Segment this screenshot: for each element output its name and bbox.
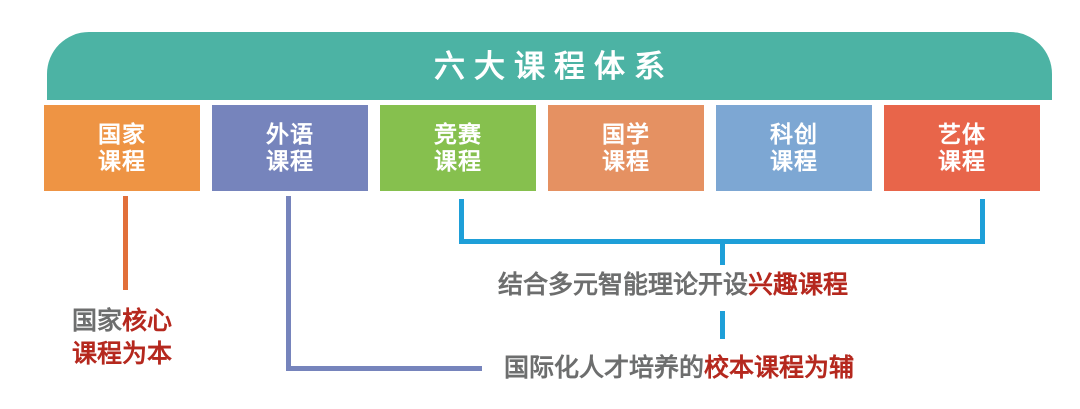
course-box-line1: 竞赛 — [434, 121, 482, 148]
course-box-jingsai[interactable]: 竞赛 课程 — [380, 105, 536, 191]
diagram-banner: 六大课程体系 — [47, 32, 1052, 100]
annotation-text-red: 核心 — [122, 307, 173, 335]
annotation-guojia-line2: 课程为本 — [72, 340, 173, 368]
connector-bracket-right — [980, 199, 985, 244]
course-box-line2: 课程 — [98, 148, 146, 174]
course-box-line1: 外语 — [266, 121, 314, 148]
course-box-line2: 课程 — [266, 148, 314, 174]
course-box-guojia[interactable]: 国家 课程 — [44, 105, 200, 191]
annotation-xingqu: 结合多元智能理论开设兴趣课程 — [498, 269, 848, 302]
connector-line-waiyu-horizontal — [286, 366, 482, 371]
annotation-guojia-line1: 国家核心 — [72, 305, 172, 338]
course-box-line2: 课程 — [938, 148, 986, 174]
connector-line-guojia — [123, 196, 128, 290]
annotation-text-gray: 国际化人才培养的 — [504, 354, 705, 382]
course-box-line1: 艺体 — [938, 121, 986, 148]
connector-line-middle — [720, 311, 725, 339]
course-box-line2: 课程 — [770, 148, 818, 174]
annotation-xiaoben: 国际化人才培养的校本课程为辅 — [504, 352, 854, 385]
course-box-line1: 科创 — [770, 121, 818, 148]
course-box-line2: 课程 — [434, 148, 482, 174]
annotation-guojia: 国家核心 课程为本 — [72, 305, 172, 371]
course-box-waiyu[interactable]: 外语 课程 — [212, 105, 368, 191]
course-box-kechuang[interactable]: 科创 课程 — [716, 105, 872, 191]
course-box-line2: 课程 — [602, 148, 650, 174]
course-box-line1: 国家 — [98, 121, 146, 148]
course-box-guoxue[interactable]: 国学 课程 — [548, 105, 704, 191]
annotation-text-gray: 结合多元智能理论开设 — [498, 271, 749, 299]
annotation-text-gray: 国家 — [72, 307, 123, 335]
connector-line-waiyu-vertical — [286, 196, 291, 371]
banner-title: 六大课程体系 — [434, 48, 674, 84]
annotation-text-red: 兴趣课程 — [748, 271, 849, 299]
course-box-line1: 国学 — [602, 121, 650, 148]
connector-bracket-left — [459, 199, 464, 244]
connector-bracket-drop — [720, 239, 725, 265]
annotation-text-red: 校本课程为辅 — [704, 354, 855, 382]
course-box-yiti[interactable]: 艺体 课程 — [884, 105, 1040, 191]
